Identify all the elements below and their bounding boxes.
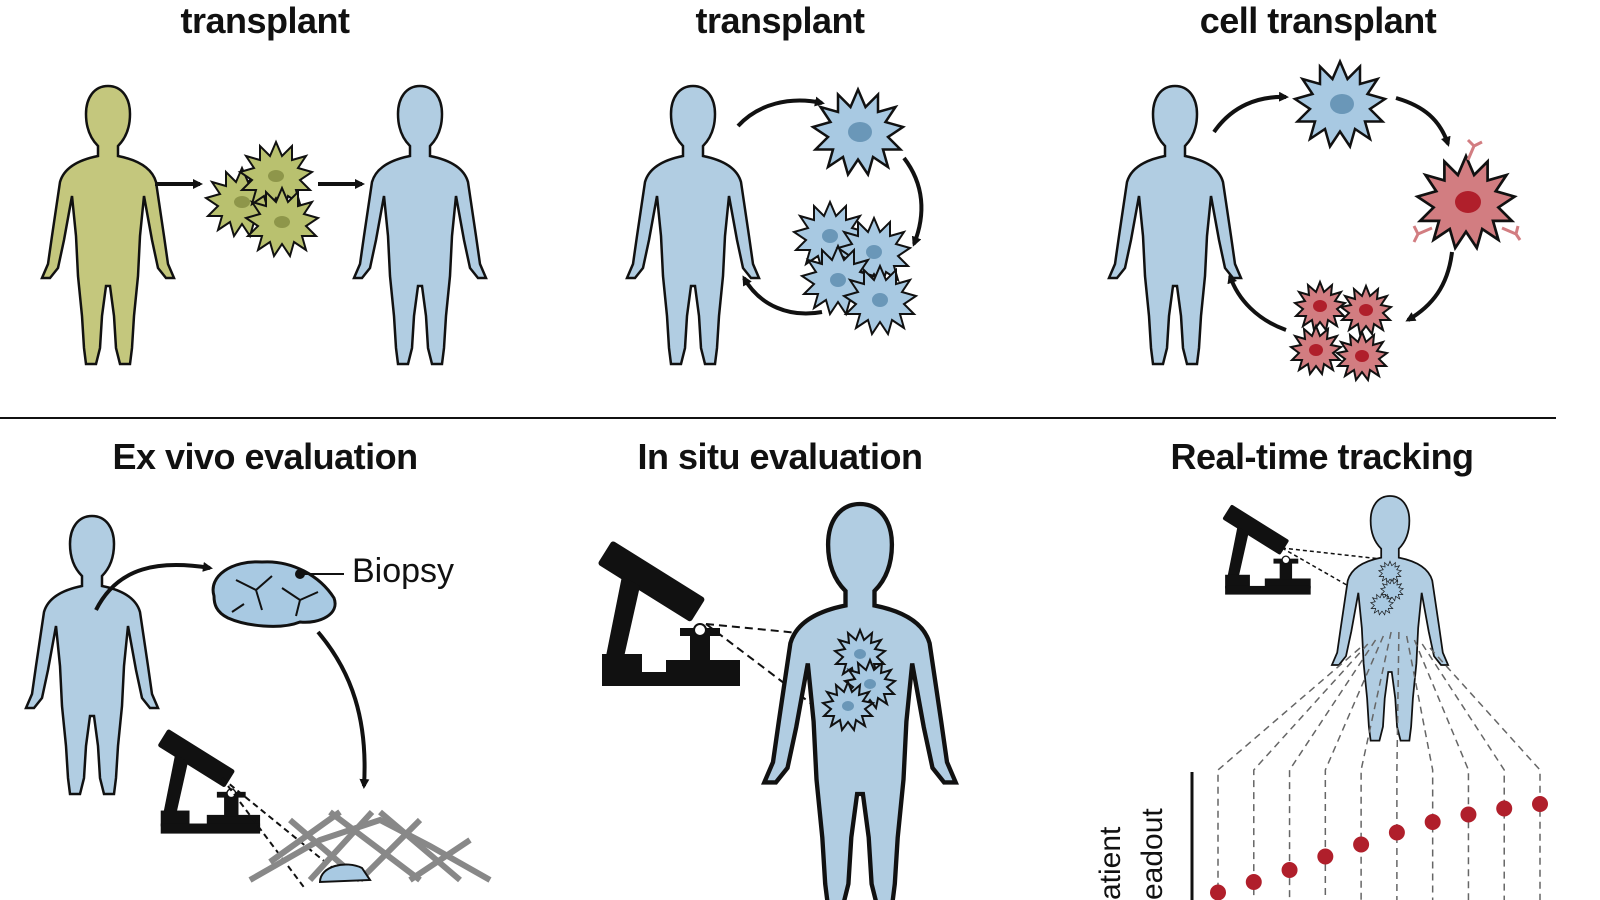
arrow-icon: [902, 156, 924, 247]
microscope-icon: [156, 727, 261, 835]
biopsy-tissue-icon: [211, 560, 344, 628]
patient-person-icon: [1107, 84, 1243, 366]
fan-line: [1217, 647, 1361, 900]
readout-dot: [1317, 848, 1334, 865]
microscope-icon: [596, 539, 741, 687]
red-cell-icon: [1412, 138, 1522, 250]
title-autologous-transplant: transplant: [180, 0, 350, 41]
blue-cell-cluster-icon: [822, 629, 896, 731]
arrow-icon: [94, 561, 213, 611]
readout-series: [1210, 796, 1548, 900]
patient-person-icon: [1331, 495, 1449, 742]
fan-line: [1429, 647, 1541, 900]
readout-dot: [1496, 800, 1513, 817]
fan-line: [1413, 639, 1470, 900]
arrow-icon: [1212, 91, 1289, 134]
tissue-on-scaffold-icon: [318, 863, 372, 884]
readout-dot: [1424, 814, 1441, 830]
arrow-icon: [1395, 96, 1451, 147]
scaffold-mesh-icon: [248, 809, 492, 883]
biopsy-label: Biopsy: [352, 552, 455, 590]
fan-line: [1253, 643, 1369, 900]
blue-cell-cluster-icon: [793, 201, 917, 335]
title-in-situ: In situ evaluation: [637, 436, 923, 477]
readout-dot: [1281, 862, 1298, 878]
readout-dot: [1245, 874, 1262, 890]
fan-line: [1405, 635, 1434, 900]
blue-cell-icon: [811, 88, 905, 176]
donor-person-icon: [40, 84, 176, 366]
laser-beam-lines: [221, 777, 341, 891]
patient-person-icon: [24, 514, 160, 796]
patient-person-icon: [352, 84, 488, 366]
readout-dot: [1353, 836, 1370, 853]
arrow-icon: [1227, 273, 1287, 332]
blue-cell-icon: [1293, 60, 1387, 148]
readout-dot: [1388, 824, 1405, 841]
readout-dot: [1460, 806, 1477, 823]
arrow-icon: [742, 275, 823, 316]
green-cell-cluster-icon: [205, 141, 319, 257]
readout-dot: [1532, 796, 1548, 812]
title-ex-vivo: Ex vivo evaluation: [112, 436, 418, 477]
fan-line: [1421, 643, 1505, 900]
readout-dot: [1210, 884, 1226, 900]
arrow-icon: [1405, 251, 1454, 322]
patient-person-icon: [625, 84, 761, 366]
fan-line: [1288, 639, 1377, 900]
title-cell-transplant: cell transplant: [1199, 0, 1437, 41]
arrow-icon: [736, 96, 825, 128]
red-cell-cluster-icon: [1290, 281, 1392, 381]
title-expanded-transplant: transplant: [695, 0, 865, 41]
title-real-time: Real-time tracking: [1170, 436, 1474, 477]
arrow-icon: [316, 630, 370, 789]
fan-line: [1396, 631, 1400, 900]
